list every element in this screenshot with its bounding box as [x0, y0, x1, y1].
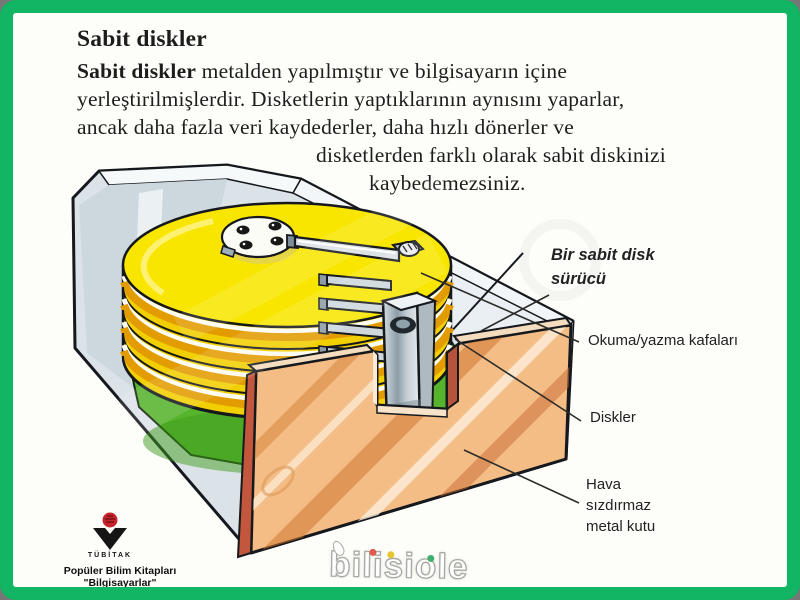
case-label-line-3: metal kutu [586, 518, 656, 535]
caption-line-1: Bir sabit disk [551, 246, 655, 264]
site-watermark: bilisiole [328, 538, 540, 598]
logo-v-shape [93, 528, 127, 550]
paragraph-line: ancak daha fazla veri kaydederler, daha … [77, 115, 574, 139]
case-label-line-2: sızdırmaz [586, 497, 652, 514]
watermark-text: bilisiole [328, 545, 469, 587]
paragraph-lead: Sabit diskler [77, 59, 197, 83]
paragraph-line: Sabit diskler metalden yapılmıştır ve bi… [77, 59, 567, 84]
logo-sun-icon [102, 512, 118, 528]
logo-sun-detail [105, 515, 115, 523]
diagram-caption: Bir sabit disk sürücü [551, 243, 655, 291]
paragraph-text: metalden yapılmıştır ve bilgisayarın içi… [196, 59, 568, 83]
credit-names: Colin Mier - Sean Wilkinson [82, 590, 203, 600]
paragraph-line: disketlerden farklı olarak sabit diskini… [316, 143, 666, 167]
book-title: "Bilgisayarlar" [83, 577, 157, 589]
paragraph-line: kaybedemezsiniz. [369, 171, 526, 195]
watermark-small-text [405, 593, 435, 598]
illustrator-credit: Resimleyen: Colin Mier - Sean Wilkinson [27, 590, 202, 600]
paragraph-line: yerleştirilmişlerdir. Disketlerin yaptık… [77, 87, 625, 111]
label-sealed-case: Hava sızdırmaz metal kutu [586, 474, 655, 537]
hdd-illustration [71, 163, 575, 559]
publisher-name: TÜBİTAK [87, 552, 133, 559]
label-read-write-heads: Okuma/yazma kafaları [588, 332, 739, 349]
caption-line-2: sürücü [551, 270, 607, 288]
watermark-yellow-dot-icon [387, 551, 395, 559]
book-series: Popüler Bilim Kitapları [63, 565, 177, 577]
case-label-line-1: Hava [586, 476, 622, 493]
label-disks: Diskler [590, 409, 636, 426]
page-title: Sabit diskler [77, 26, 207, 52]
watermark-green-dot-icon [427, 554, 435, 563]
spindle-hub [220, 215, 299, 264]
credit-label: Resimleyen: [27, 590, 83, 600]
tubitak-logo [93, 512, 127, 550]
